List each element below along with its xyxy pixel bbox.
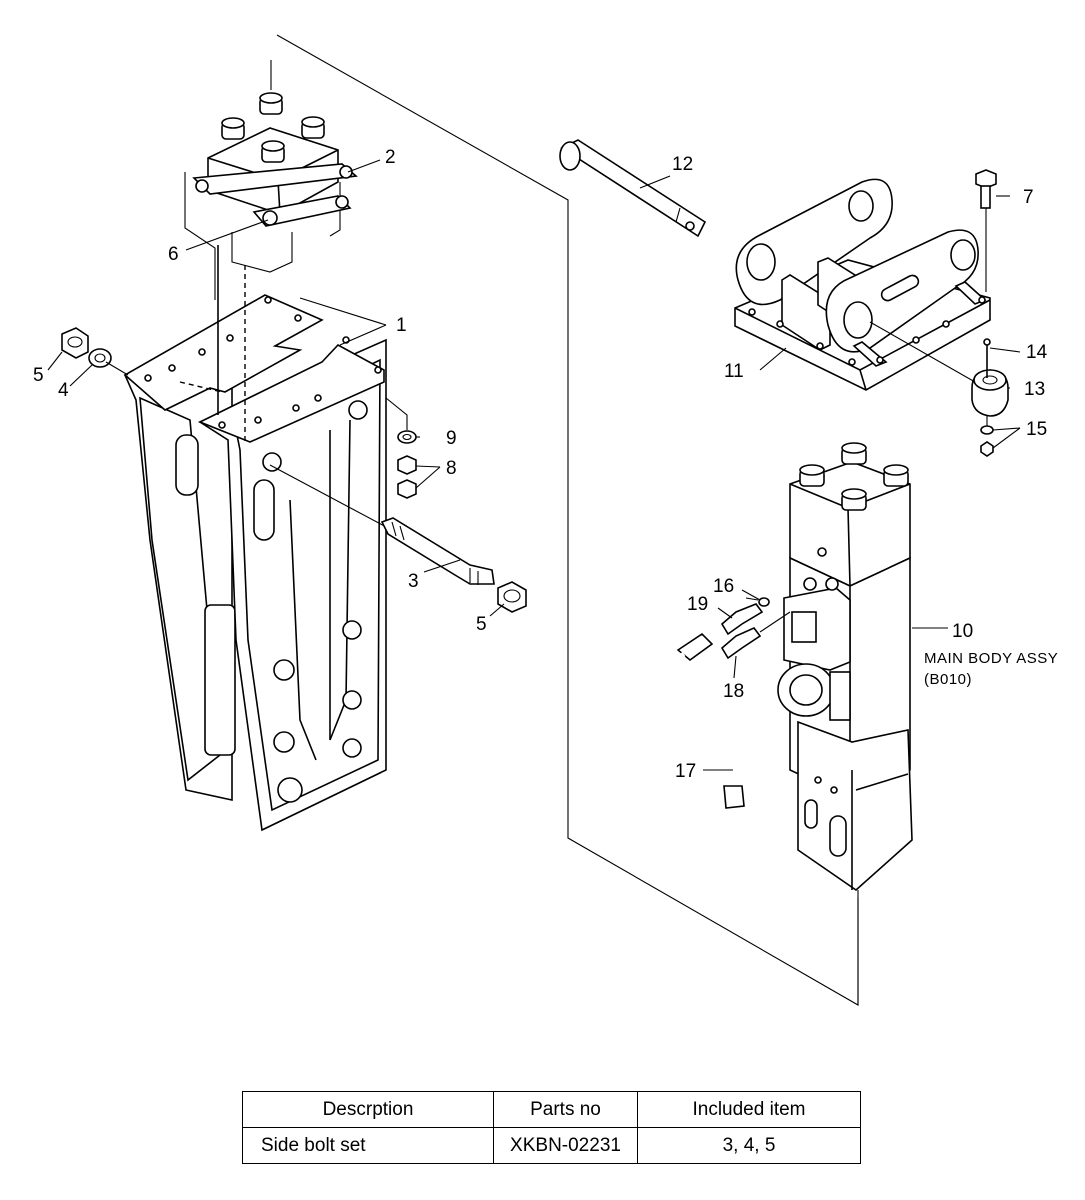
main-body-note-line2: (B010) [924, 671, 972, 688]
callout-14: 14 [1026, 342, 1048, 363]
exploded-parts-diagram: 1 2 3 4 5 5 6 7 8 9 10 11 12 13 14 15 16… [33, 34, 1058, 1006]
callout-2: 2 [385, 147, 396, 168]
header-included-item: Included item [637, 1091, 861, 1128]
cell-included-item: 3, 4, 5 [637, 1127, 861, 1164]
callout-16: 16 [713, 576, 734, 597]
callout-11: 11 [724, 361, 744, 382]
callout-5-right: 5 [476, 614, 487, 635]
callout-7: 7 [1023, 187, 1034, 208]
callout-labels: 1 2 3 4 5 5 6 7 8 9 10 11 12 13 14 15 16… [33, 147, 1058, 782]
bracket-assembly [559, 139, 1009, 457]
leader-lines [47, 159, 1021, 771]
table-header-row: Descrption Parts no Included item [242, 1091, 861, 1128]
callout-8: 8 [446, 458, 457, 479]
side-bolt-set [61, 327, 527, 613]
callout-4: 4 [58, 380, 69, 401]
cell-description: Side bolt set [242, 1127, 494, 1164]
callout-19: 19 [687, 594, 708, 615]
callout-15: 15 [1026, 419, 1047, 440]
table-row: Side bolt set XKBN-02231 3, 4, 5 [242, 1127, 861, 1164]
callout-1: 1 [396, 315, 407, 336]
callout-12: 12 [672, 154, 693, 175]
side-frame [123, 245, 387, 832]
callout-9: 9 [446, 428, 457, 449]
callout-6: 6 [168, 244, 179, 265]
header-description: Descrption [242, 1091, 494, 1128]
callout-3: 3 [408, 571, 419, 592]
hose-assembly [652, 597, 791, 809]
callout-5-left: 5 [33, 365, 44, 386]
main-body-assy [777, 442, 948, 1005]
clamp-block-assembly [184, 60, 358, 300]
cell-parts-no: XKBN-02231 [493, 1127, 638, 1164]
callout-13: 13 [1024, 379, 1045, 400]
header-parts-no: Parts no [493, 1091, 638, 1128]
callout-10: 10 [952, 621, 973, 642]
callout-18: 18 [723, 681, 744, 702]
main-body-note-line1: MAIN BODY ASSY [924, 650, 1058, 667]
callout-17: 17 [675, 761, 696, 782]
parts-table: Descrption Parts no Included item Side b… [242, 1091, 861, 1164]
